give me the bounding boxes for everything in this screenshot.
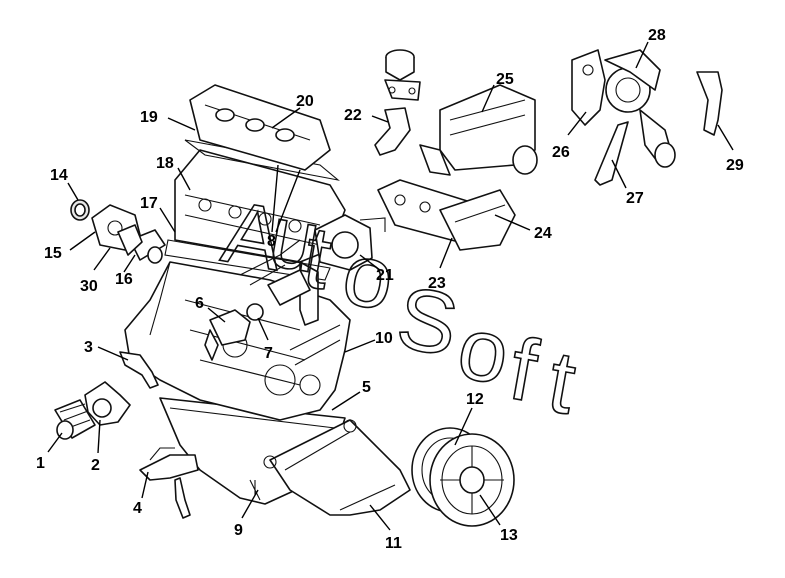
leader-23 — [439, 237, 453, 269]
watermark-letter-o2: o — [451, 297, 516, 403]
valve-cover — [189, 84, 331, 171]
leader-5 — [331, 391, 361, 411]
egr-valve — [384, 49, 421, 101]
leader-2 — [97, 419, 101, 454]
callout-2: 2 — [91, 457, 100, 474]
oil-pump — [139, 447, 199, 519]
callout-8: 8 — [267, 233, 276, 250]
callout-16: 16 — [115, 271, 133, 288]
egr-pipe — [374, 107, 411, 156]
leader-24 — [494, 214, 531, 231]
leader-17 — [159, 207, 176, 233]
oil-filter-housing — [84, 381, 131, 426]
callout-29: 29 — [726, 157, 744, 174]
head-gasket — [164, 239, 331, 281]
leader-15 — [69, 231, 96, 251]
leader-13 — [479, 494, 501, 526]
callout-12: 12 — [466, 391, 484, 408]
callout-9: 9 — [234, 522, 243, 539]
callout-labels: 1 2 3 4 5 6 7 8 9 10 11 12 13 14 15 16 1… — [36, 27, 744, 552]
leader-9 — [241, 489, 259, 519]
exhaust-manifold-turbo — [571, 49, 606, 126]
leader-7 — [257, 317, 269, 341]
callout-7: 7 — [264, 345, 273, 362]
leader-22 — [371, 115, 389, 123]
callout-15: 15 — [44, 245, 62, 262]
callout-28: 28 — [648, 27, 666, 44]
oil-seal — [70, 199, 90, 221]
timing-pulley — [117, 224, 143, 256]
callout-4: 4 — [133, 500, 142, 517]
callout-1: 1 — [36, 455, 45, 472]
callout-10: 10 — [375, 330, 393, 347]
leader-1 — [47, 432, 63, 453]
callout-23: 23 — [428, 275, 446, 292]
callout-30: 30 — [80, 278, 98, 295]
leader-12 — [454, 407, 473, 446]
water-outlet-housing — [267, 214, 386, 326]
leader-20 — [271, 107, 301, 129]
water-pump — [204, 303, 264, 361]
leader-lines — [47, 41, 734, 531]
pressure-plate — [429, 433, 515, 527]
callout-24: 24 — [534, 225, 552, 242]
callout-11: 11 — [385, 535, 402, 552]
coolant-pipe — [239, 239, 301, 286]
leader-4 — [141, 471, 149, 499]
leader-3 — [97, 346, 129, 361]
leader-14 — [67, 182, 79, 201]
callout-18: 18 — [156, 155, 174, 172]
leader-10 — [344, 339, 376, 353]
callout-27: 27 — [626, 190, 644, 207]
leader-11 — [369, 504, 391, 531]
callout-22: 22 — [344, 107, 362, 124]
callout-6: 6 — [195, 295, 204, 312]
leader-18 — [177, 167, 191, 191]
intake-manifold — [419, 84, 538, 176]
watermark-letter-t2: t — [541, 331, 582, 433]
leader-29 — [717, 124, 734, 151]
callout-21: 21 — [376, 267, 394, 284]
leader-26 — [567, 111, 587, 136]
leader-6 — [207, 307, 226, 323]
dipstick-tube — [119, 351, 159, 389]
leader-21 — [359, 254, 381, 271]
leader-27 — [611, 159, 627, 189]
leader-28 — [635, 41, 649, 69]
leader-25 — [481, 84, 495, 113]
callout-26: 26 — [552, 144, 570, 161]
leader-30 — [93, 247, 111, 271]
leader-8b — [275, 169, 301, 233]
turbocharger — [604, 49, 676, 168]
leader-16 — [123, 254, 136, 273]
callout-19: 19 — [140, 109, 158, 126]
callout-13: 13 — [500, 527, 518, 544]
turbo-oil-pipe — [696, 71, 723, 136]
exhaust-manifold — [439, 189, 516, 251]
callout-17: 17 — [140, 195, 158, 212]
callout-20: 20 — [296, 93, 314, 110]
turbo-bracket — [594, 121, 629, 186]
leader-19 — [167, 117, 196, 131]
leader-8a — [271, 164, 279, 233]
callout-25: 25 — [496, 71, 514, 88]
engine-subframe — [263, 419, 411, 516]
callout-14: 14 — [50, 167, 68, 184]
callout-3: 3 — [84, 339, 93, 356]
callout-5: 5 — [362, 379, 371, 396]
